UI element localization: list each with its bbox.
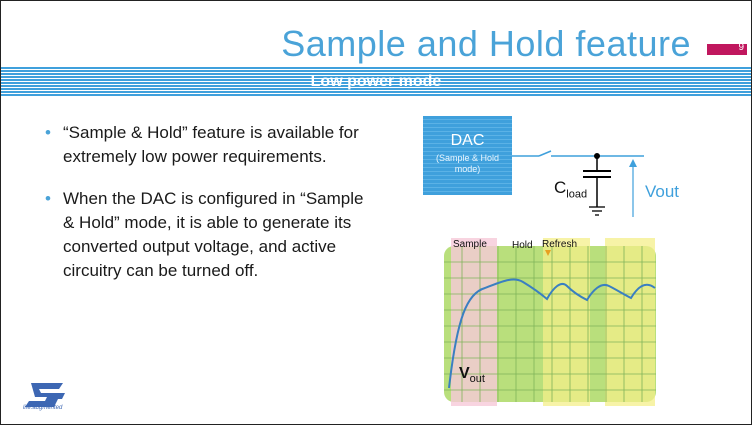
cload-main: C <box>554 178 567 197</box>
cload-label: Cload <box>554 178 587 200</box>
page-tab <box>707 44 747 55</box>
graph-vout-sub: out <box>469 373 485 386</box>
dac-diagram: DAC (Sample & Hold mode) Cload Vout <box>411 109 711 409</box>
section-band <box>1 67 751 97</box>
dac-block: DAC (Sample & Hold mode) <box>423 116 512 195</box>
page-number: 9 <box>738 42 744 53</box>
bullet-dot: • <box>45 189 51 208</box>
dac-title: DAC <box>450 132 485 149</box>
sample-band <box>451 238 497 406</box>
vout-waveform <box>448 278 656 389</box>
graph-vout-main: V <box>459 365 470 382</box>
dac-circuit <box>512 150 644 217</box>
slide-title: Sample and Hold feature <box>281 23 691 64</box>
bullet-text: When the DAC is configured in “Sample & … <box>63 189 364 280</box>
section-label: Low power mode <box>310 73 442 90</box>
graph-label-refresh: Refresh <box>542 239 578 250</box>
dac-subtitle: (Sample & Hold mode) <box>435 153 500 174</box>
switch-icon <box>538 150 552 157</box>
graph-label-sample: Sample <box>453 239 487 250</box>
logo-tagline: life.augmented <box>23 405 63 411</box>
vout-arrowhead <box>629 159 637 167</box>
st-logo-icon <box>25 383 65 407</box>
refresh-band-2 <box>605 238 655 406</box>
graph-vout-label: Vout <box>459 365 485 385</box>
vout-label: Vout <box>645 182 680 201</box>
bullet-list: • “Sample & Hold” feature is available f… <box>45 121 375 301</box>
sample-hold-waveform <box>444 238 656 406</box>
cload-sub: load <box>566 188 588 201</box>
grid-lines <box>444 246 656 402</box>
graph-label-hold: Hold <box>512 240 533 251</box>
bullet-item: • “Sample & Hold” feature is available f… <box>45 121 375 169</box>
refresh-marker-icon <box>545 250 551 256</box>
bullet-item: • When the DAC is configured in “Sample … <box>45 187 375 283</box>
refresh-band <box>543 238 590 406</box>
bullet-dot: • <box>45 123 51 142</box>
bullet-text: “Sample & Hold” feature is available for… <box>63 123 359 166</box>
